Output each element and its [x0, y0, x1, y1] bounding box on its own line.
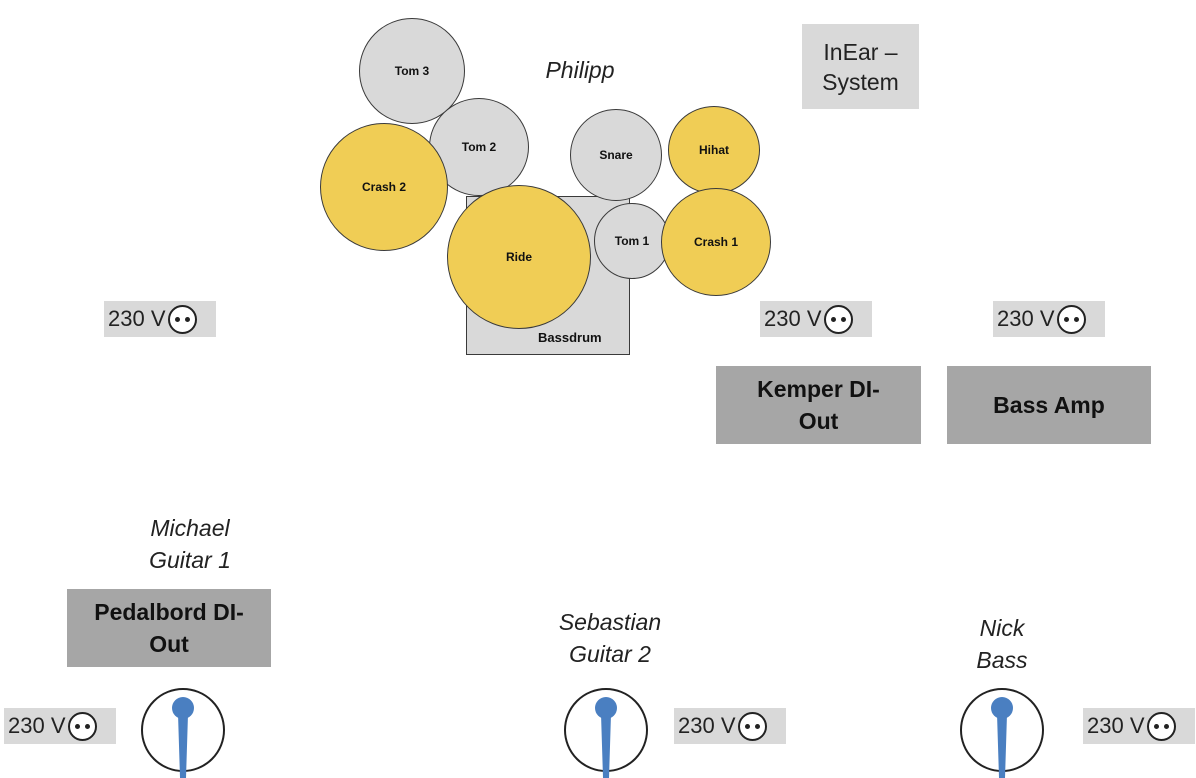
microphone-icon: [960, 688, 1044, 778]
drummer-name: Philipp: [545, 57, 615, 83]
inear-label-line1: InEar –: [823, 38, 898, 65]
tom-1: Tom 1: [594, 203, 670, 279]
outlet-voltage: 230 V: [8, 713, 66, 738]
snare-label: Snare: [599, 148, 633, 162]
microphone-icon: [564, 688, 648, 778]
power-socket-icon: [167, 304, 197, 334]
bass-player: Nick Bass: [952, 612, 1052, 676]
power-socket-icon: [1146, 711, 1176, 741]
crash-1-label: Crash 1: [693, 235, 739, 249]
power-socket-icon: [1056, 304, 1086, 334]
bass-amp-box: Bass Amp: [947, 366, 1151, 444]
pedalboard-label-line2: Out: [149, 631, 189, 657]
outlet-voltage: 230 V: [764, 306, 822, 331]
snare-drum: Snare: [570, 109, 662, 201]
guitar1-player: Michael Guitar 1: [110, 512, 270, 576]
outlet-voltage: 230 V: [1087, 713, 1145, 738]
pedalboard-di-out-box: Pedalbord DI- Out: [67, 589, 271, 667]
power-socket-icon: [823, 304, 853, 334]
bass-role: Bass: [976, 647, 1028, 673]
bassdrum-label: Bassdrum: [538, 330, 602, 345]
pedalboard-label-line1: Pedalbord DI-: [94, 599, 244, 625]
guitar1-name: Michael: [150, 515, 230, 541]
crash-1-cymbal: Crash 1: [661, 188, 771, 296]
power-outlet-guitar1: 230 V: [4, 708, 116, 744]
ride-cymbal: Ride: [447, 185, 591, 329]
kemper-label-line2: Out: [798, 408, 839, 434]
guitar2-player: Sebastian Guitar 2: [530, 606, 690, 670]
power-socket-icon: [67, 711, 97, 741]
tom-3: Tom 3: [359, 18, 465, 124]
power-outlet-left: 230 V: [104, 301, 216, 337]
power-outlet-kemper: 230 V: [760, 301, 872, 337]
kemper-di-out-box: Kemper DI- Out: [716, 366, 921, 444]
ride-label: Ride: [505, 250, 532, 264]
tom-3-label: Tom 3: [394, 64, 430, 78]
guitar1-role: Guitar 1: [149, 547, 231, 573]
bass-amp-label: Bass Amp: [993, 392, 1105, 418]
tom-1-label: Tom 1: [614, 234, 650, 248]
power-outlet-bass-amp: 230 V: [993, 301, 1105, 337]
power-outlet-bass: 230 V: [1083, 708, 1195, 744]
bass-name: Nick: [979, 615, 1025, 641]
inear-system-box: InEar – System: [802, 24, 919, 109]
crash-2-cymbal: Crash 2: [320, 123, 448, 251]
outlet-voltage: 230 V: [997, 306, 1055, 331]
tom-2-label: Tom 2: [461, 140, 497, 154]
crash-2-label: Crash 2: [361, 180, 407, 194]
microphone-icon: [141, 688, 225, 778]
outlet-voltage: 230 V: [108, 306, 166, 331]
kemper-label-line1: Kemper DI-: [757, 376, 880, 402]
inear-label-line2: System: [822, 68, 899, 95]
outlet-voltage: 230 V: [678, 713, 736, 738]
hihat-label: Hihat: [699, 143, 729, 157]
hihat-cymbal: Hihat: [668, 106, 760, 194]
guitar2-name: Sebastian: [558, 609, 662, 635]
power-outlet-guitar2: 230 V: [674, 708, 786, 744]
power-socket-icon: [737, 711, 767, 741]
guitar2-role: Guitar 2: [569, 641, 651, 667]
